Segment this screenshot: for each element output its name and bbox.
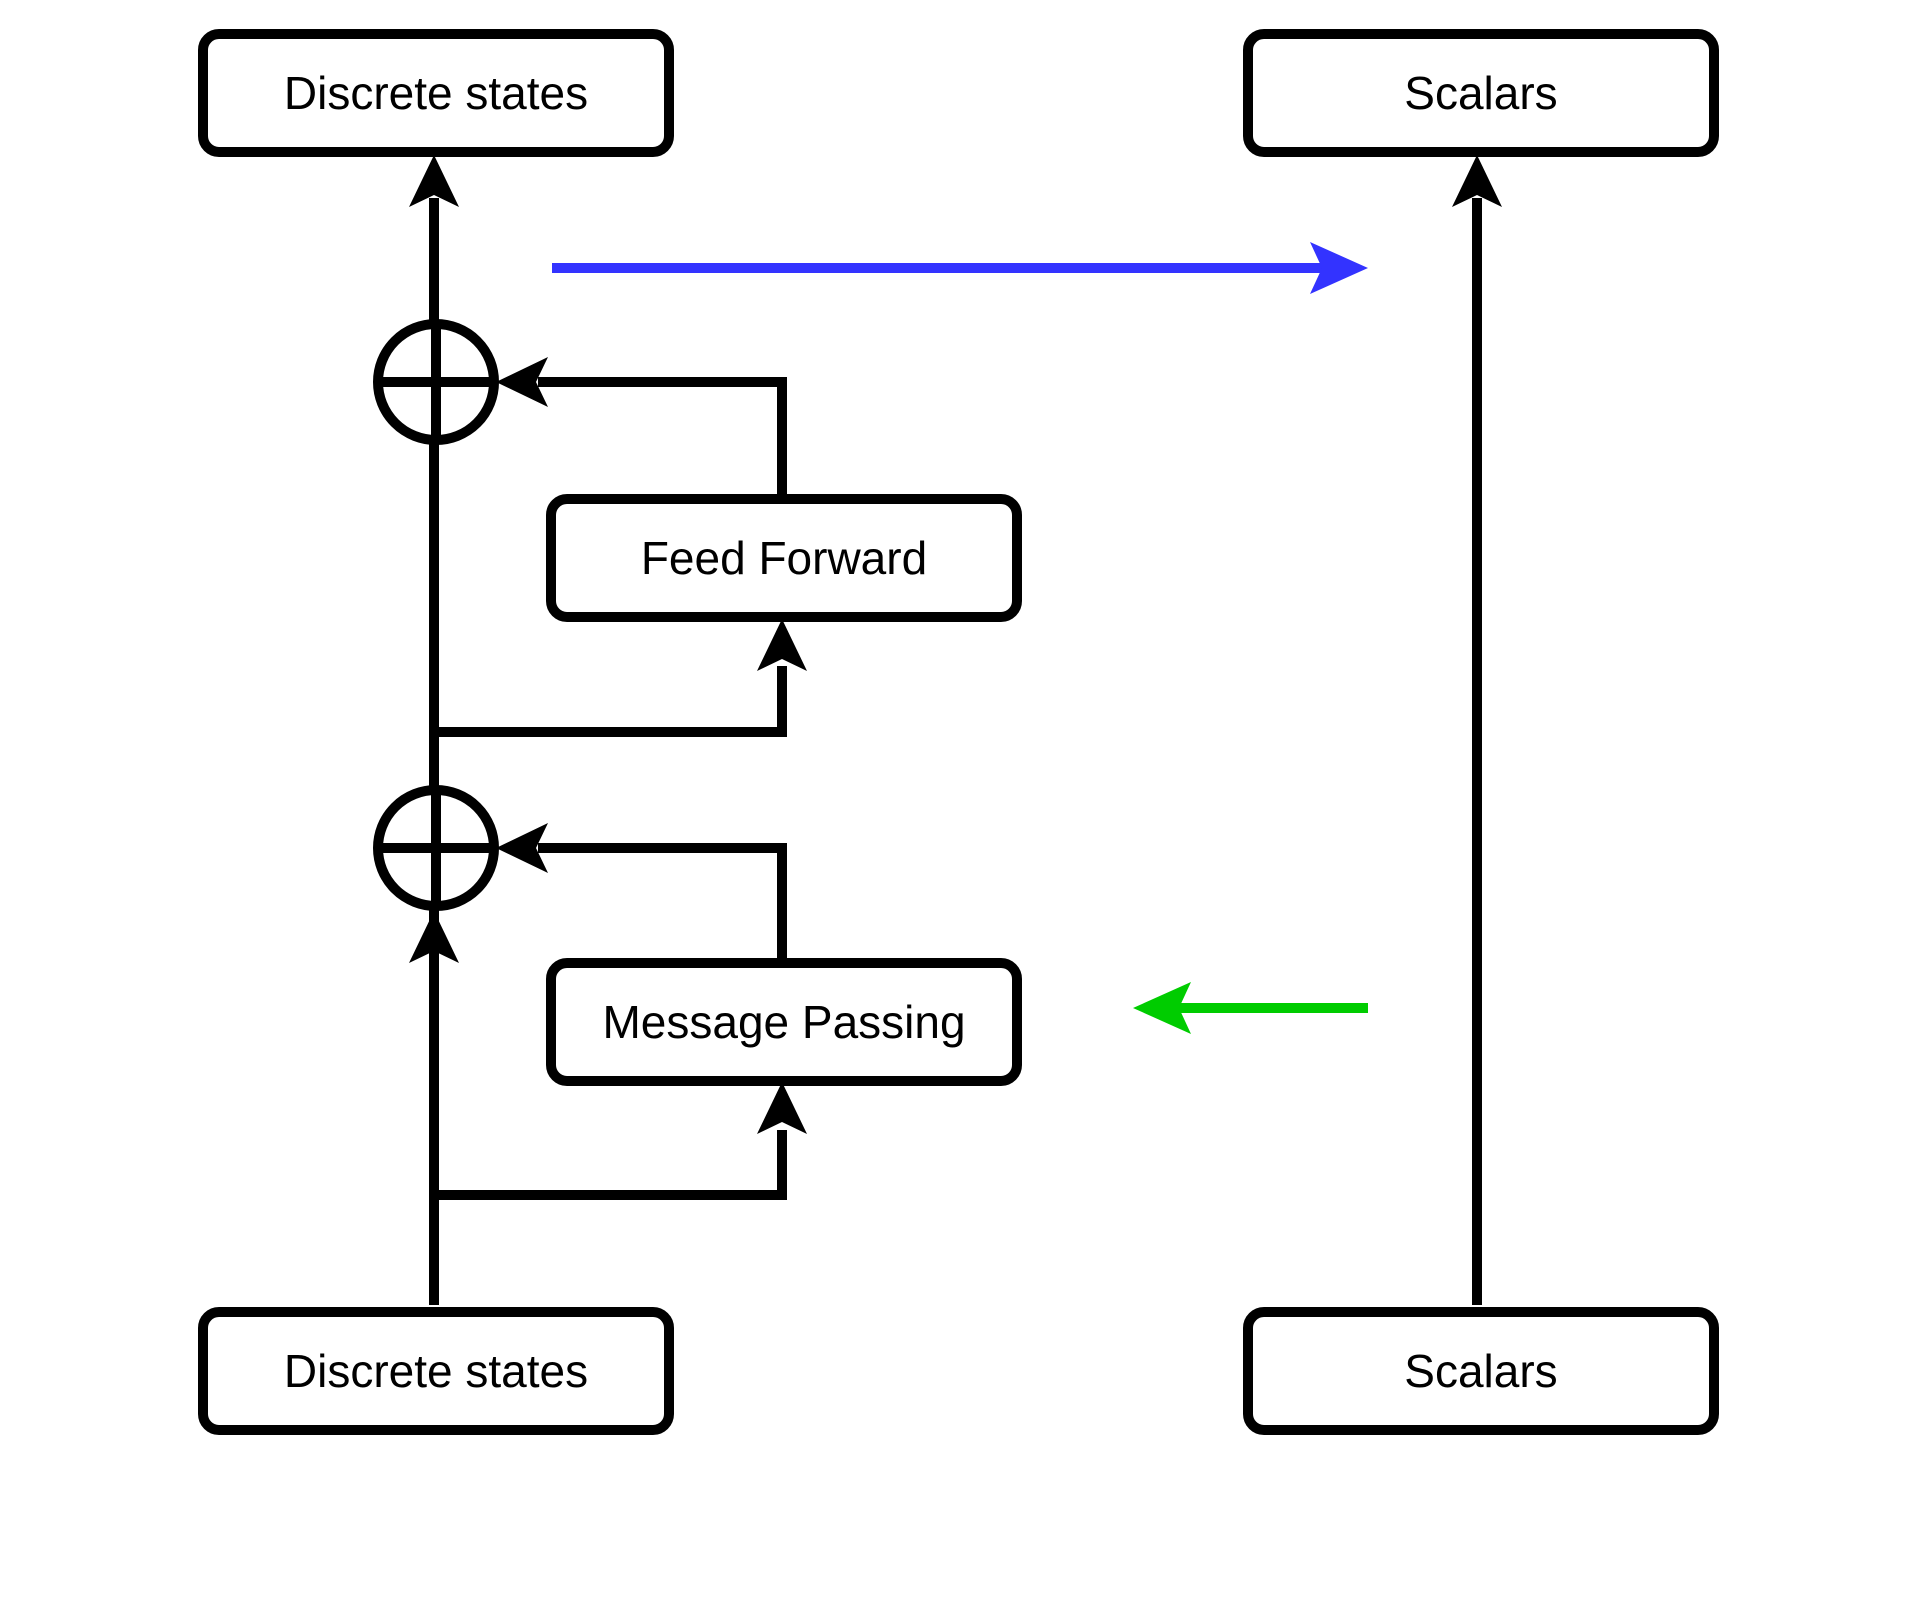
feed-forward-output-branch (538, 377, 787, 497)
box-message-passing-label: Message Passing (602, 996, 965, 1048)
arrowhead-top-left (409, 155, 459, 207)
arrowhead-top-right (1452, 155, 1502, 207)
box-feed-forward: Feed Forward (546, 494, 1022, 622)
box-discrete-states-bottom: Discrete states (198, 1307, 674, 1435)
arrowhead-upper-add-side (496, 357, 548, 407)
box-scalars-bottom: Scalars (1243, 1307, 1719, 1435)
box-discrete-states-top-label: Discrete states (284, 67, 588, 119)
box-message-passing: Message Passing (546, 958, 1022, 1086)
add-node-upper (373, 319, 499, 445)
message-passing-output-branch (538, 843, 787, 960)
blue-arrow (552, 242, 1368, 294)
feed-forward-input-branch (434, 666, 787, 737)
arrowhead-feed-forward-input (757, 619, 807, 671)
arrowhead-message-passing-input (757, 1082, 807, 1134)
add-node-lower (373, 785, 499, 911)
box-scalars-top: Scalars (1243, 29, 1719, 157)
box-scalars-top-label: Scalars (1404, 67, 1557, 119)
arrowhead-lower-add-input (409, 911, 459, 963)
box-discrete-states-top: Discrete states (198, 29, 674, 157)
box-discrete-states-bottom-label: Discrete states (284, 1345, 588, 1397)
box-feed-forward-label: Feed Forward (641, 532, 927, 584)
green-arrow (1133, 982, 1368, 1034)
arrowhead-lower-add-side (496, 823, 548, 873)
box-scalars-bottom-label: Scalars (1404, 1345, 1557, 1397)
message-passing-input-branch (434, 1130, 787, 1200)
